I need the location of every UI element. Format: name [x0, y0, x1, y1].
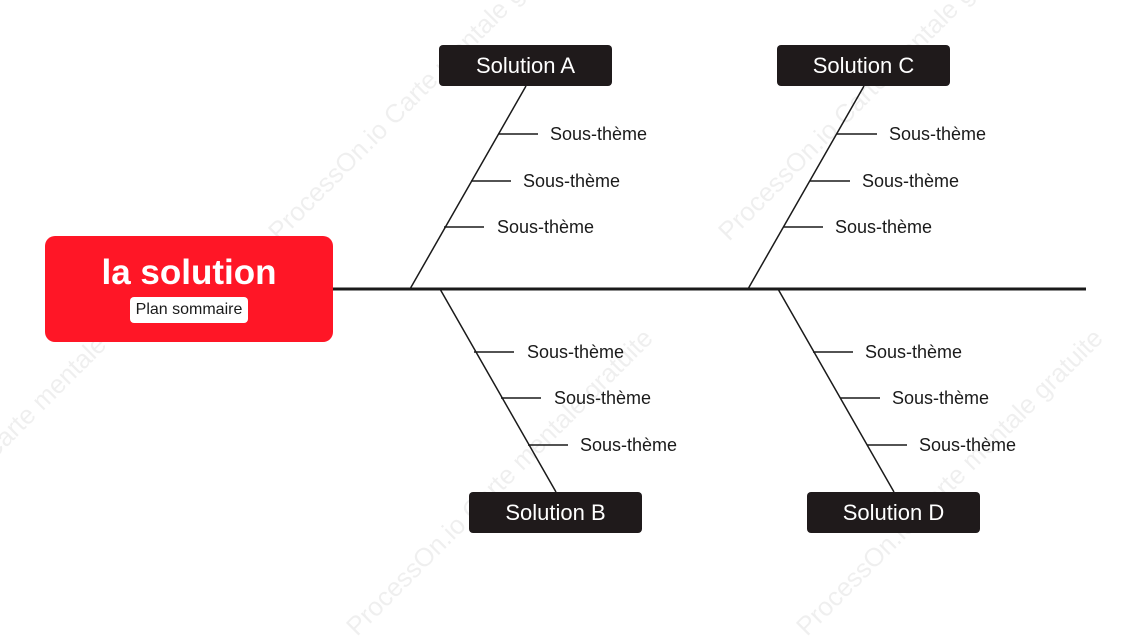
subtopic-c-1[interactable]: Sous-thème: [889, 124, 987, 144]
bone-a-line: [409, 85, 527, 290]
subtopic-d-2[interactable]: Sous-thème: [892, 388, 990, 408]
subtopic-c-2[interactable]: Sous-thème: [862, 171, 960, 191]
subtopic-b-2[interactable]: Sous-thème: [554, 388, 652, 408]
bone-b-line: [439, 288, 557, 493]
root-node[interactable]: la solution Plan sommaire: [45, 236, 333, 342]
subtopic-a-1[interactable]: Sous-thème: [550, 124, 648, 144]
solution-b-node[interactable]: Solution B: [469, 492, 642, 533]
solution-a-node[interactable]: Solution A: [439, 45, 612, 86]
subtopic-b-3[interactable]: Sous-thème: [580, 435, 678, 455]
subtopic-a-3[interactable]: Sous-thème: [497, 217, 595, 237]
subtopic-d-1[interactable]: Sous-thème: [865, 342, 963, 362]
bone-d-line: [777, 288, 895, 493]
subtopic-b-1[interactable]: Sous-thème: [527, 342, 625, 362]
fishbone-lines: [333, 85, 1086, 493]
solution-d-node[interactable]: Solution D: [807, 492, 980, 533]
subtopic-c-3[interactable]: Sous-thème: [835, 217, 933, 237]
subtopic-a-2[interactable]: Sous-thème: [523, 171, 621, 191]
solution-c-node[interactable]: Solution C: [777, 45, 950, 86]
subtopic-d-3[interactable]: Sous-thème: [919, 435, 1017, 455]
root-title: la solution: [101, 253, 277, 292]
bone-c-line: [747, 85, 865, 290]
root-subtitle: Plan sommaire: [129, 297, 249, 323]
